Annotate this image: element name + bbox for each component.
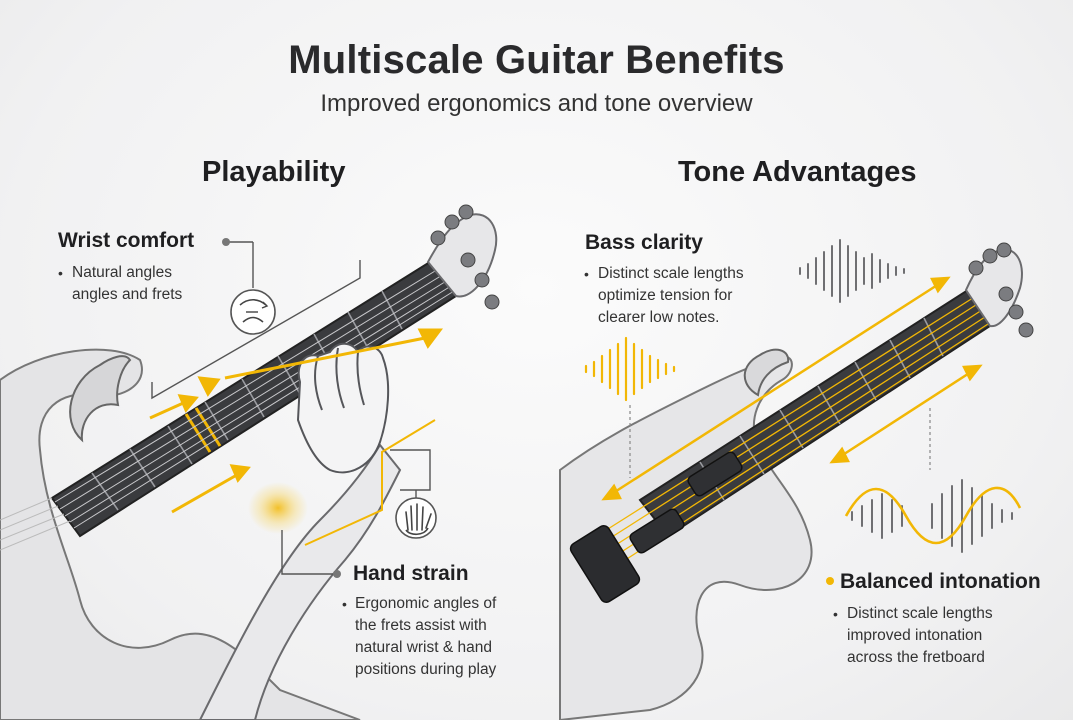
callout-body-intonation: • Distinct scale lengths improved intona… xyxy=(833,603,993,669)
open-hand-icon xyxy=(395,497,437,539)
page-subtitle: Improved ergonomics and tone overview xyxy=(320,90,753,117)
right-arrows xyxy=(601,276,983,501)
callout-title-wrist: Wrist comfort xyxy=(58,229,195,252)
intonation-dot xyxy=(826,577,834,585)
callout-line: angles and frets xyxy=(72,286,183,303)
hand-dot xyxy=(333,570,341,578)
left-tuners xyxy=(430,204,500,310)
waveform-gray-bottom xyxy=(851,479,1013,553)
callout-line: improved intonation xyxy=(847,627,983,644)
callout-title-bass: Bass clarity xyxy=(585,231,703,254)
bullet-glyph: • xyxy=(342,596,347,612)
waveform-gray-top xyxy=(799,239,905,303)
callout-line: the frets assist with xyxy=(355,617,487,634)
wrist-dot xyxy=(222,238,230,246)
callout-line: Distinct scale lengths xyxy=(847,605,993,622)
bullet-glyph: • xyxy=(833,606,838,622)
waveform-yellow xyxy=(584,336,676,402)
callout-line: optimize tension for xyxy=(598,287,733,304)
callout-body-bass: • Distinct scale lengths optimize tensio… xyxy=(584,263,744,329)
callout-body-wrist: • Natural angles angles and frets xyxy=(58,262,183,306)
callout-line: Distinct scale lengths xyxy=(598,265,744,282)
wrist-rotation-icon xyxy=(230,289,276,335)
left-leaders xyxy=(151,241,431,575)
right-bridge xyxy=(569,525,641,603)
callout-body-hand: • Ergonomic angles of the frets assist w… xyxy=(342,593,497,681)
left-strings-tail xyxy=(0,497,71,551)
right-tuners xyxy=(968,242,1034,338)
page-title: Multiscale Guitar Benefits xyxy=(288,38,785,82)
right-pickup-bridge xyxy=(629,508,685,554)
bullet-glyph: • xyxy=(58,265,63,281)
section-title-playability: Playability xyxy=(202,156,346,188)
sine-wave xyxy=(844,486,1022,545)
forearm xyxy=(198,443,402,720)
callout-title-hand: Hand strain xyxy=(353,562,469,585)
right-guitar xyxy=(559,242,1034,720)
callout-line: Natural angles xyxy=(72,264,172,281)
callout-title-intonation: Balanced intonation xyxy=(840,570,1041,593)
callout-line: across the fretboard xyxy=(847,649,985,666)
wrist-glow xyxy=(248,482,308,534)
left-guitar-horn xyxy=(69,355,132,443)
left-strings xyxy=(54,267,455,529)
callout-line: natural wrist & hand xyxy=(355,639,492,656)
right-horn xyxy=(743,348,790,397)
hand-illustration xyxy=(198,342,402,720)
right-pickup-neck xyxy=(687,451,743,497)
section-title-tone: Tone Advantages xyxy=(678,156,917,188)
bullet-glyph: • xyxy=(584,266,589,282)
callout-line: positions during play xyxy=(355,661,497,678)
callout-line: Ergonomic angles of xyxy=(355,595,497,612)
callout-line: clearer low notes. xyxy=(598,309,720,326)
left-arrows xyxy=(149,328,443,514)
left-yellow-outline xyxy=(304,419,436,546)
